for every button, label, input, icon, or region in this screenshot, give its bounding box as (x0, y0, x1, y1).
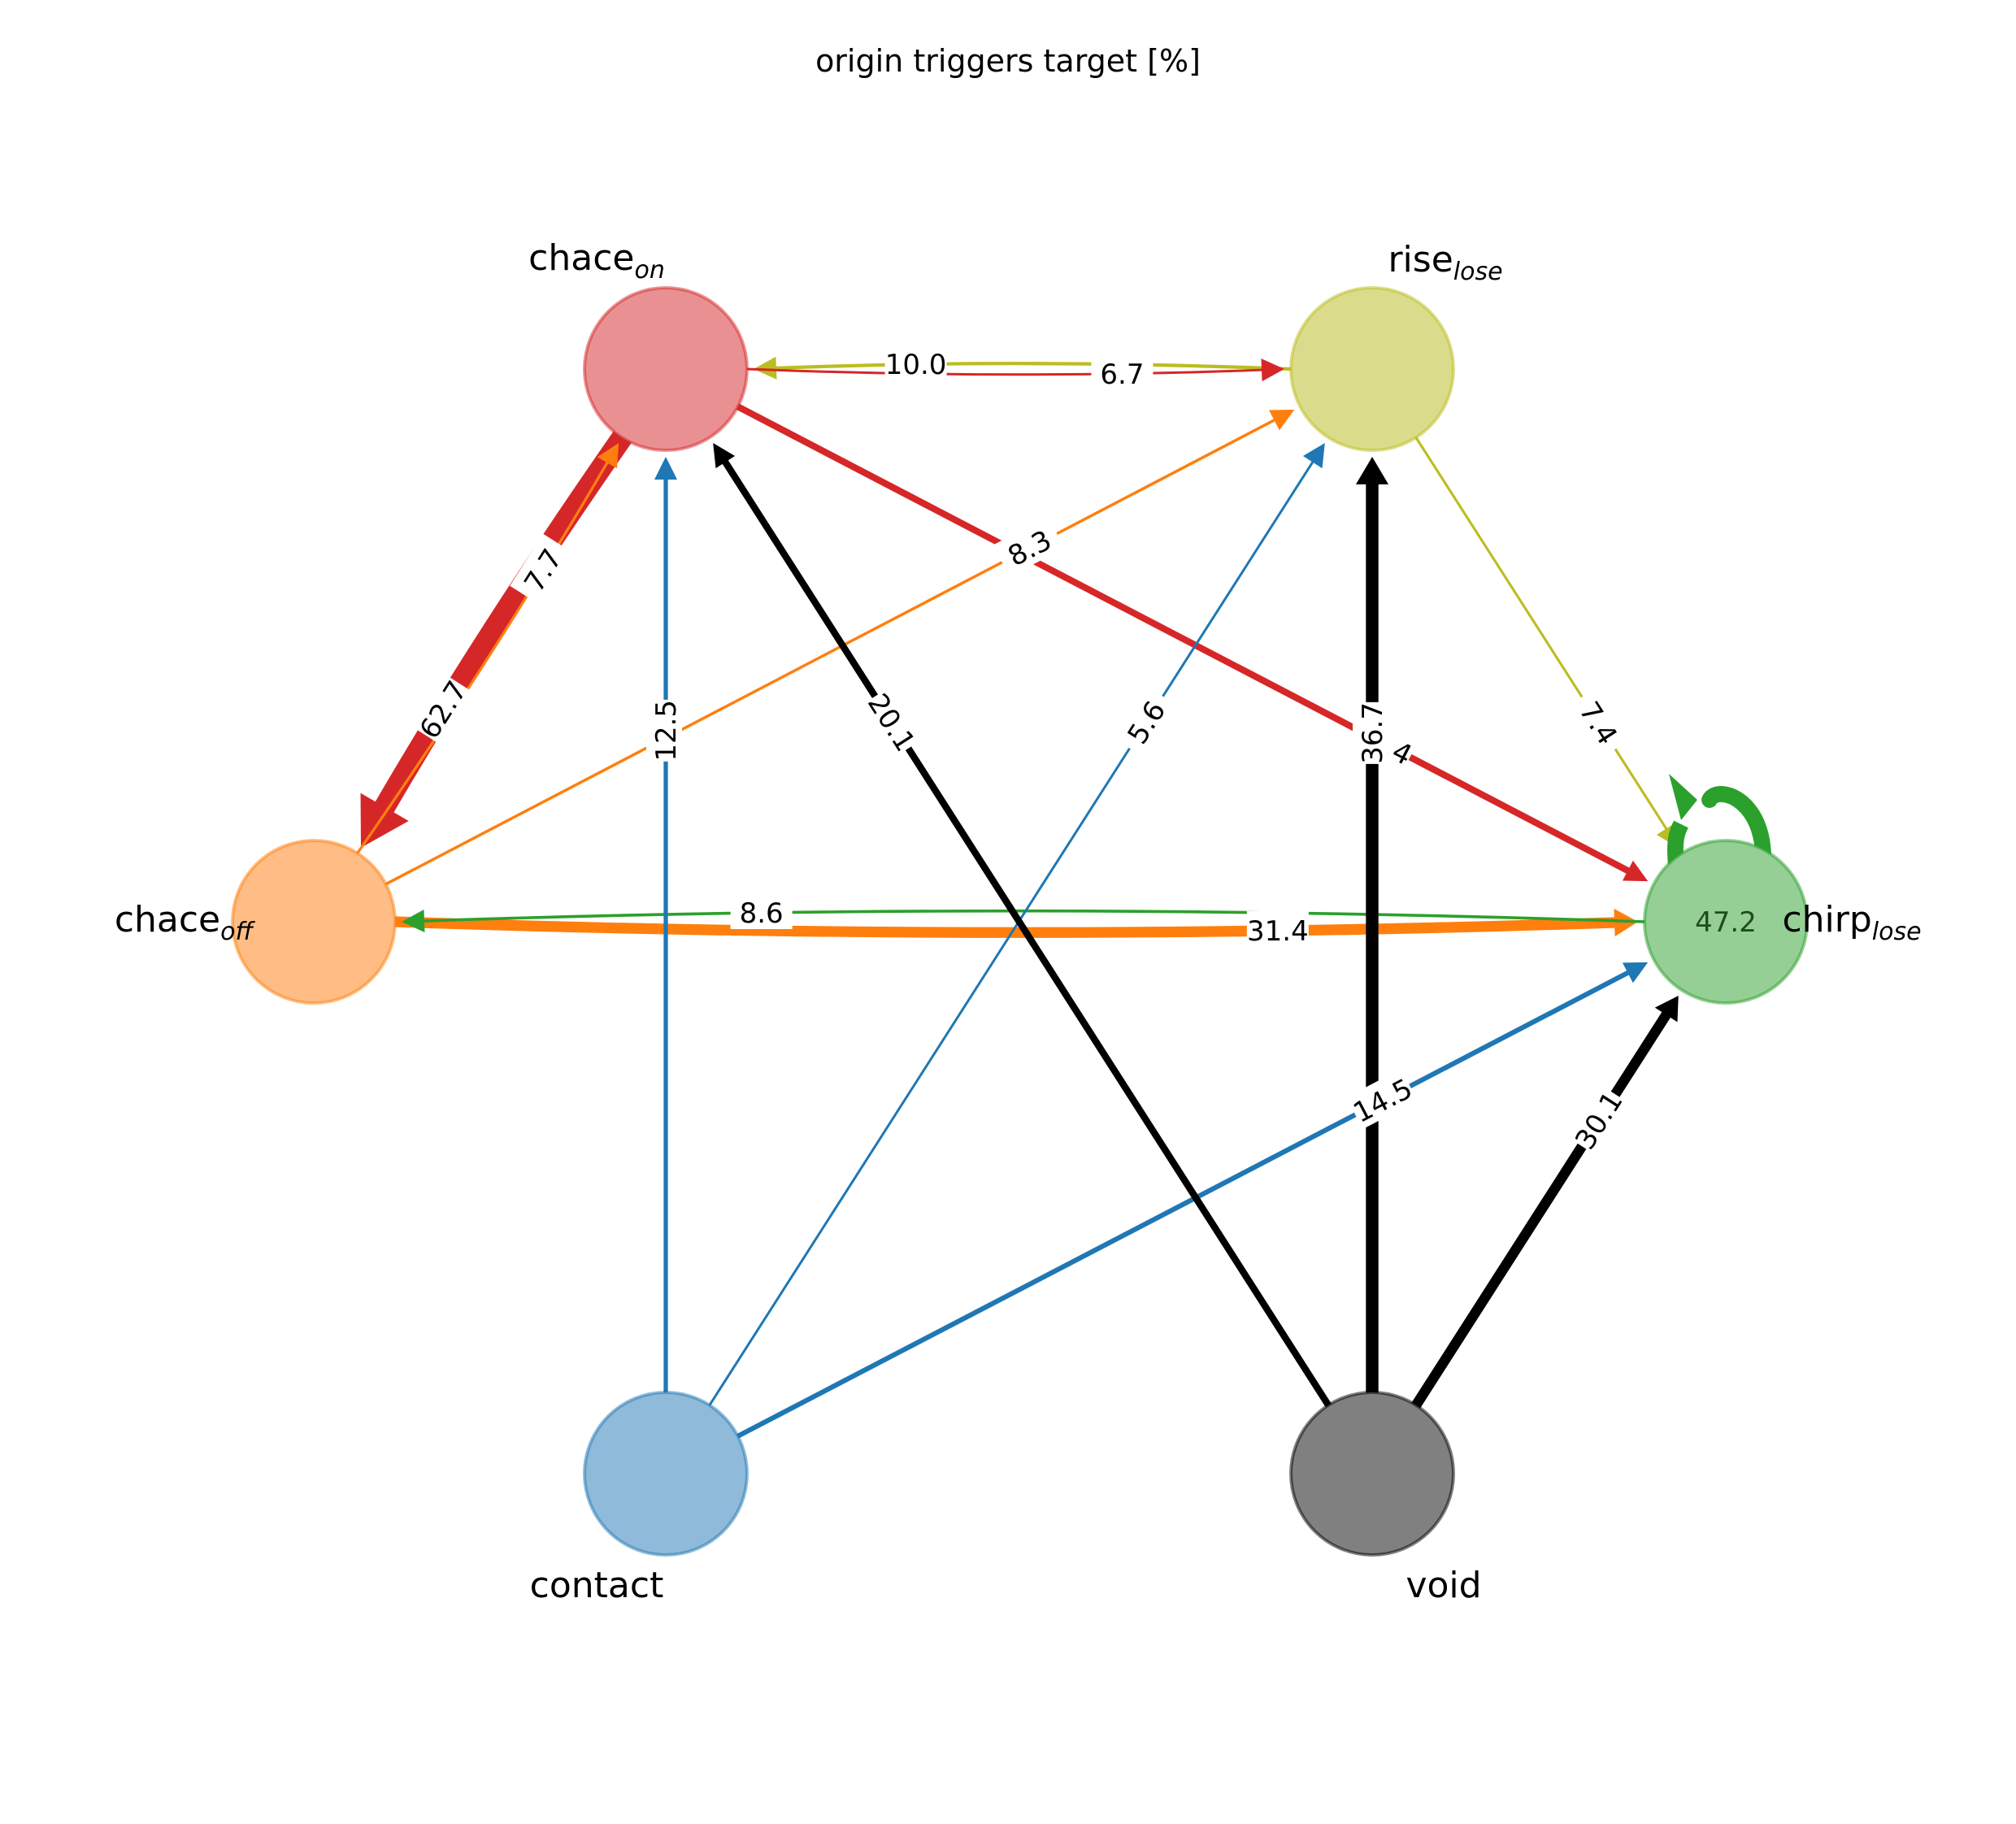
edge-label: 8.6 (740, 897, 784, 930)
edge-rise_lose-to-chace_on (754, 356, 1293, 380)
edge-line (384, 419, 1276, 886)
edge-label-group: 31.4 (1246, 911, 1309, 948)
edge-chirp_lose-to-chace_off (402, 909, 1646, 933)
edge-line (373, 427, 633, 818)
chart-title: origin triggers target [%] (815, 43, 1201, 79)
edge-arrowhead (754, 356, 777, 380)
edge-label-bg (646, 699, 682, 762)
edge-arrowhead (1622, 860, 1649, 882)
edge-rise_lose-to-chirp_lose (1414, 436, 1679, 849)
edge-line (356, 461, 609, 855)
edge-line (1414, 436, 1668, 830)
edge-label-bg (1565, 1084, 1629, 1156)
nodes-layer (231, 286, 1809, 1557)
edge-line (708, 461, 1314, 1407)
edge-line (722, 458, 1332, 1409)
edge-label-bg (510, 533, 574, 606)
node-chace-off (231, 839, 397, 1005)
node-rise-lose (1289, 286, 1455, 452)
edge-label-group: 5.6 (1113, 685, 1177, 758)
node-chirp-lose (1643, 839, 1809, 1005)
edge-chace_on-to-chace_off (360, 427, 633, 848)
edge-label-bg (410, 673, 474, 745)
edge-label-bg (884, 345, 947, 381)
edge-line (1410, 1010, 1671, 1411)
edge-void-to-rise_lose (1355, 457, 1389, 1399)
edge-chace_off-to-rise_lose (384, 409, 1295, 886)
edge-void-to-chirp_lose (1410, 995, 1679, 1411)
edge-label-bg (1091, 354, 1154, 390)
edge-label-bg (861, 685, 925, 758)
node-label-chirp-lose: chirplose (1782, 899, 1921, 946)
edge-label: 6.7 (1100, 358, 1144, 391)
edge-line (735, 970, 1631, 1439)
edge-label: 12.5 (650, 700, 683, 762)
edge-label: 31.4 (1247, 915, 1309, 948)
node-label-chace-off: chaceoff (115, 899, 256, 946)
edge-arrowhead (1302, 442, 1325, 469)
edge-arrowhead (1622, 962, 1649, 984)
edge-label-bg (1113, 685, 1177, 758)
node-labels-layer: chaceon riselose chaceoff chirplose contact v… (115, 237, 1922, 1606)
edge-label: 47.2 (1695, 906, 1757, 939)
edge-chace_on-to-chirp_lose (734, 403, 1649, 882)
edge-arrowhead (1669, 774, 1697, 820)
node-label-chace-on: chaceon (528, 237, 665, 284)
edge-void-to-chace_on (713, 442, 1332, 1409)
edge-contact-to-rise_lose (708, 442, 1325, 1407)
edge-label-bg (993, 516, 1065, 577)
node-label-contact: contact (530, 1565, 664, 1606)
node-label-void: void (1406, 1565, 1481, 1606)
edge-label-group: 20.1 (861, 685, 925, 758)
edge-line (423, 909, 1646, 923)
edge-label: 10.0 (885, 349, 947, 381)
node-label-rise-lose: riselose (1388, 239, 1502, 286)
edge-label-bg (1346, 1068, 1418, 1130)
edge-label-group: 10.0 (884, 345, 947, 381)
edge-arrowhead (1654, 995, 1679, 1023)
edge-label: 36.7 (1357, 702, 1389, 764)
edge-arrowhead (654, 457, 677, 480)
edge-label-bg (730, 893, 793, 930)
edge-arrowhead (713, 442, 736, 469)
edge-label-bg (1353, 701, 1388, 764)
edge-arrowhead (1268, 409, 1295, 431)
node-contact (583, 1391, 749, 1557)
edge-arrowhead (1355, 457, 1389, 484)
edge-arrowhead (597, 443, 619, 469)
edge-contact-to-chace_on (654, 457, 677, 1395)
edge-label-group: 36.7 (1353, 701, 1389, 764)
edge-line (389, 916, 1620, 938)
edge-label-group: 14.5 (1346, 1068, 1418, 1130)
node-void (1289, 1391, 1455, 1557)
edge-line (734, 403, 1631, 875)
edges-layer (356, 356, 1771, 1439)
edge-chace_on-to-rise_lose (745, 358, 1284, 382)
edge-arrowhead (360, 793, 409, 848)
edge-label-bg (1568, 686, 1632, 758)
node-chace-on (583, 286, 749, 452)
edge-line (745, 367, 1263, 376)
edge-label-group: 8.6 (730, 893, 793, 930)
edge-chace_off-to-chace_on (356, 443, 619, 855)
edge-arrowhead (1261, 358, 1284, 382)
edge-contact-to-chirp_lose (735, 962, 1649, 1439)
edge-arrowhead (402, 910, 425, 933)
edge-label-group: 6.7 (1091, 354, 1154, 391)
edge-label-bg (1246, 911, 1309, 948)
edge-label-group: 12.5 (646, 699, 683, 762)
edge-label-group: 7.4 (1568, 686, 1632, 758)
edge-line (774, 362, 1293, 371)
